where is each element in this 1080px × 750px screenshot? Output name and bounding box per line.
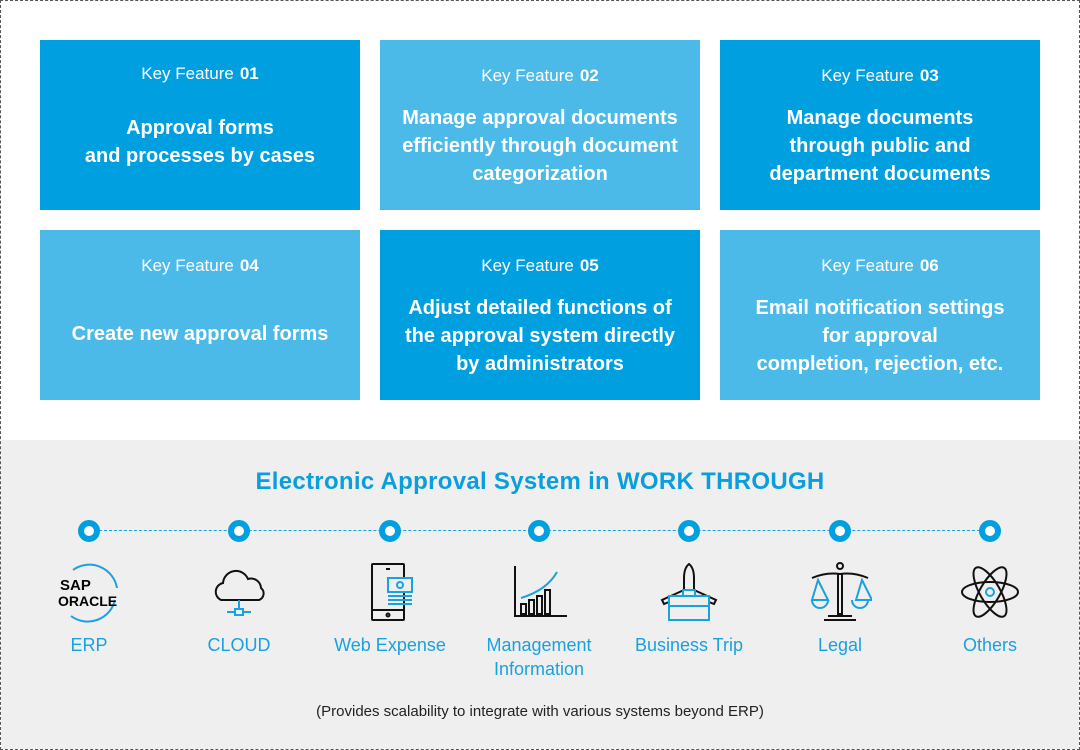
svg-text:SAP: SAP	[60, 577, 91, 594]
plane-briefcase-icon	[619, 560, 759, 624]
section-title: Electronic Approval System in WORK THROU…	[255, 468, 825, 495]
system-item-6: Others	[920, 560, 1060, 657]
system-item-2: Web Expense	[320, 560, 460, 657]
mobile-money-icon	[320, 560, 460, 624]
timeline-node	[379, 520, 401, 542]
timeline-node	[78, 520, 100, 542]
timeline-node	[228, 520, 250, 542]
system-item-label: Web Expense	[334, 635, 446, 655]
timeline-node	[528, 520, 550, 542]
system-item-5: Legal	[770, 560, 910, 657]
atom-icon	[920, 560, 1060, 624]
integration-section	[1, 440, 1079, 749]
feature-title: Create new approval forms	[71, 323, 329, 345]
cloud-icon	[169, 560, 309, 624]
system-item-label: Business Trip	[634, 635, 744, 655]
timeline-node	[979, 520, 1001, 542]
timeline-node	[678, 520, 700, 542]
timeline-node	[829, 520, 851, 542]
svg-text:ORACLE: ORACLE	[58, 593, 117, 609]
scales-icon	[770, 560, 910, 624]
system-item-1: CLOUD	[169, 560, 309, 657]
system-item-label: ERP	[70, 635, 108, 655]
system-item-label: Others	[962, 635, 1018, 655]
system-item-4: Business Trip	[619, 560, 759, 657]
chart-growth-icon	[469, 560, 609, 624]
system-item-label: CLOUD	[207, 635, 271, 655]
system-item-label: Legal	[817, 635, 863, 655]
footnote: (Provides scalability to integrate with …	[316, 703, 764, 720]
